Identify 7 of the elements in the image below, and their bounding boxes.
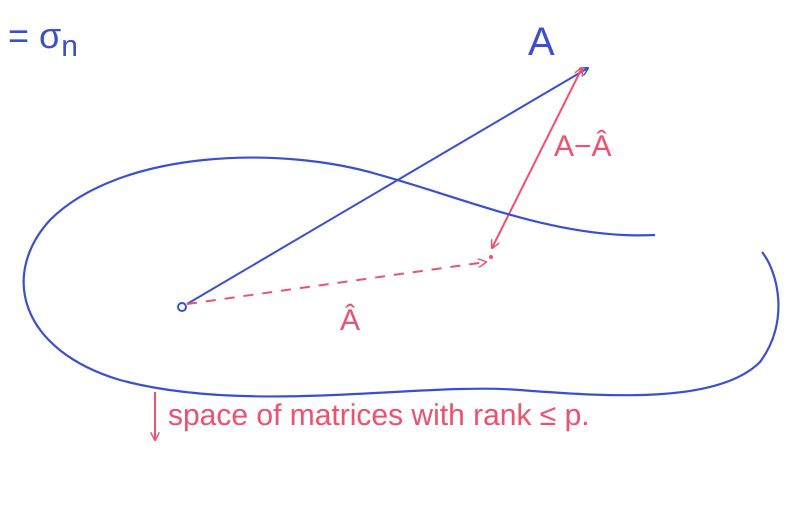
arrow — [186, 66, 590, 305]
arrow — [150, 392, 160, 442]
equation-label: = σ$_{n}$ — [8, 18, 78, 62]
annotation-text: space of matrices with rank ≤ p. — [168, 398, 591, 434]
matrix-label: A — [528, 19, 556, 66]
arrow — [490, 66, 584, 250]
arrow — [186, 258, 488, 305]
